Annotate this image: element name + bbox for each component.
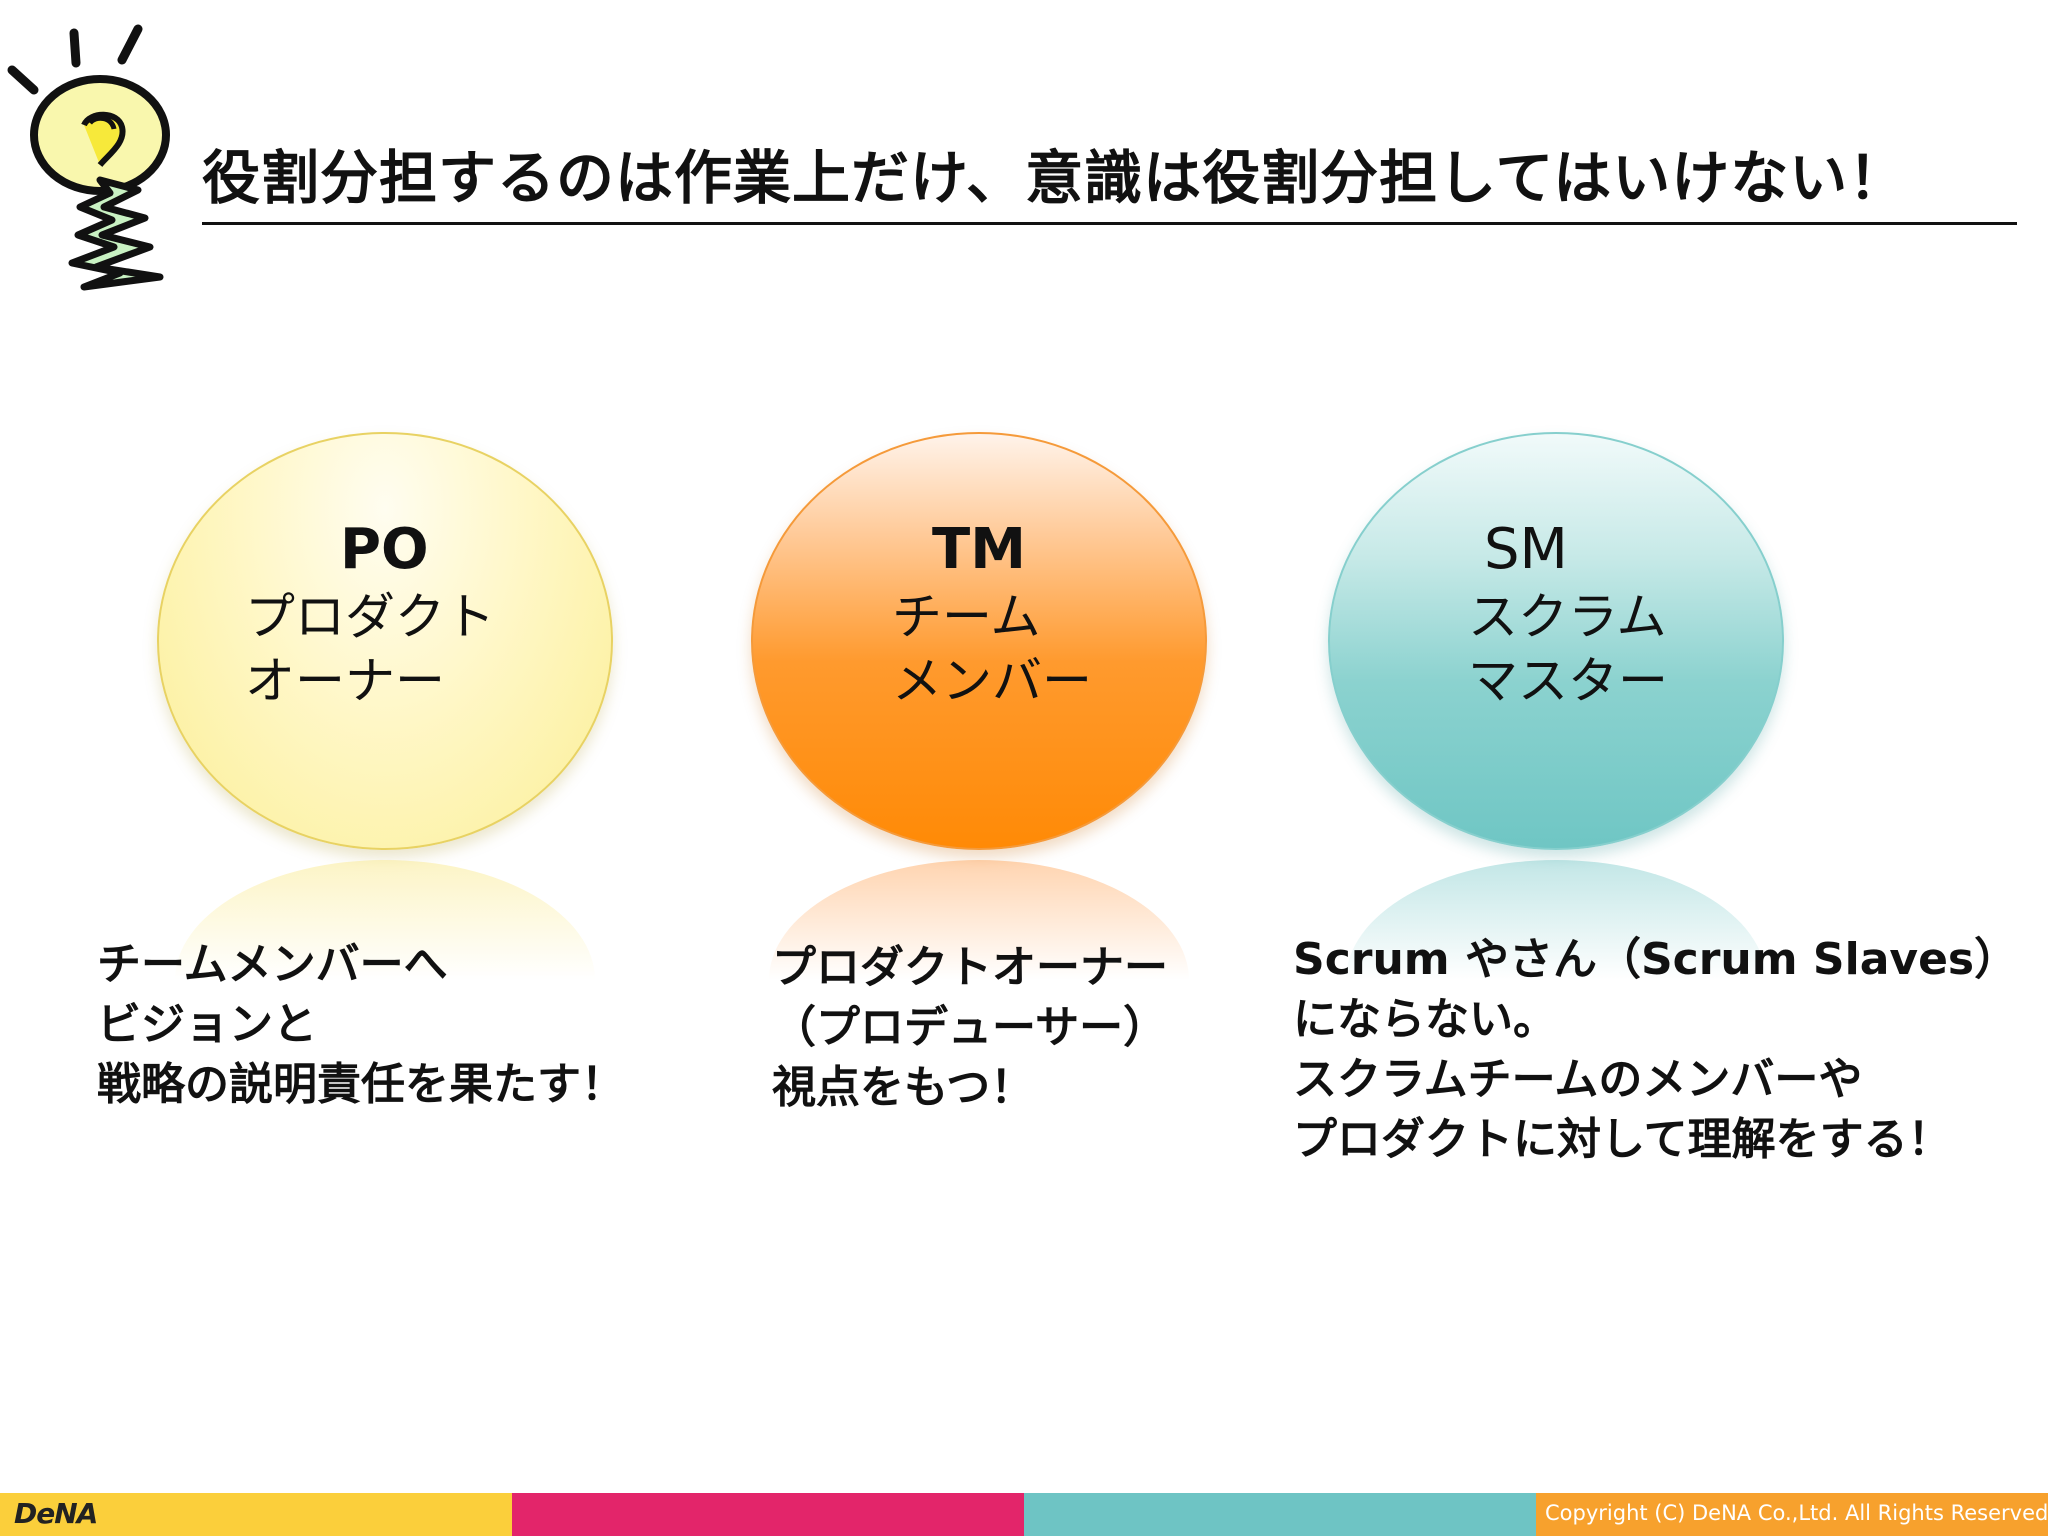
sm-desc-line: プロダクトに対して理解をする！ <box>1293 1114 1952 1165</box>
dena-logo: DeNA <box>14 1497 98 1530</box>
sm-abbr: SM <box>1484 517 1568 582</box>
tm-desc-line: 視点をもつ！ <box>772 1062 1035 1113</box>
tm-description: プロダクトオーナー （プロデューサー） 視点をもつ！ <box>772 938 1168 1118</box>
po-desc-line: 戦略の説明責任を果たす！ <box>97 1059 625 1110</box>
po-name-line1: プロダクト <box>245 588 495 646</box>
po-desc-line: チームメンバーへ <box>97 939 448 990</box>
sm-description: Scrum やさん（Scrum Slaves） にならない。 スクラムチームのメ… <box>1293 930 2018 1170</box>
footer: DeNA Copyright (C) DeNA Co.,Ltd. All Rig… <box>0 1493 2048 1536</box>
po-description: チームメンバーへ ビジョンと 戦略の説明責任を果たす！ <box>97 935 625 1115</box>
sm-label: SM スクラム マスター <box>1468 515 1668 713</box>
po-desc-line: ビジョンと <box>97 999 317 1050</box>
copyright-text: Copyright (C) DeNA Co.,Ltd. All Rights R… <box>1545 1501 2048 1525</box>
tm-circle <box>751 432 1207 850</box>
tm-label: TM チーム メンバー <box>892 515 1092 713</box>
slide-title: 役割分担するのは作業上だけ、意識は役割分担してはいけない！ <box>202 144 1908 212</box>
tm-abbr: TM <box>932 517 1026 582</box>
sm-desc-line: スクラムチームのメンバーや <box>1293 1054 1863 1105</box>
po-label: PO プロダクト オーナー <box>245 515 495 713</box>
po-circle <box>157 432 613 850</box>
lightbulb-icon <box>7 24 170 291</box>
sm-name-line1: スクラム <box>1468 588 1667 646</box>
footer-bar-teal <box>1024 1493 1536 1536</box>
sm-desc-line: Scrum やさん（Scrum Slaves） <box>1293 934 2019 985</box>
tm-name-line2: メンバー <box>892 652 1092 710</box>
po-name-line2: オーナー <box>245 652 445 710</box>
po-abbr: PO <box>340 517 429 582</box>
footer-bar-yellow <box>0 1493 512 1536</box>
title-underline <box>202 222 2017 225</box>
tm-desc-line: プロダクトオーナー <box>772 942 1168 993</box>
footer-bar-magenta <box>512 1493 1024 1536</box>
tm-desc-line: （プロデューサー） <box>772 1002 1168 1053</box>
sm-desc-line: にならない。 <box>1293 994 1557 1045</box>
footer-bar-orange <box>1536 1493 2048 1536</box>
sm-circle <box>1328 432 1784 850</box>
sm-name-line2: マスター <box>1468 652 1668 710</box>
tm-name-line1: チーム <box>892 588 1041 646</box>
